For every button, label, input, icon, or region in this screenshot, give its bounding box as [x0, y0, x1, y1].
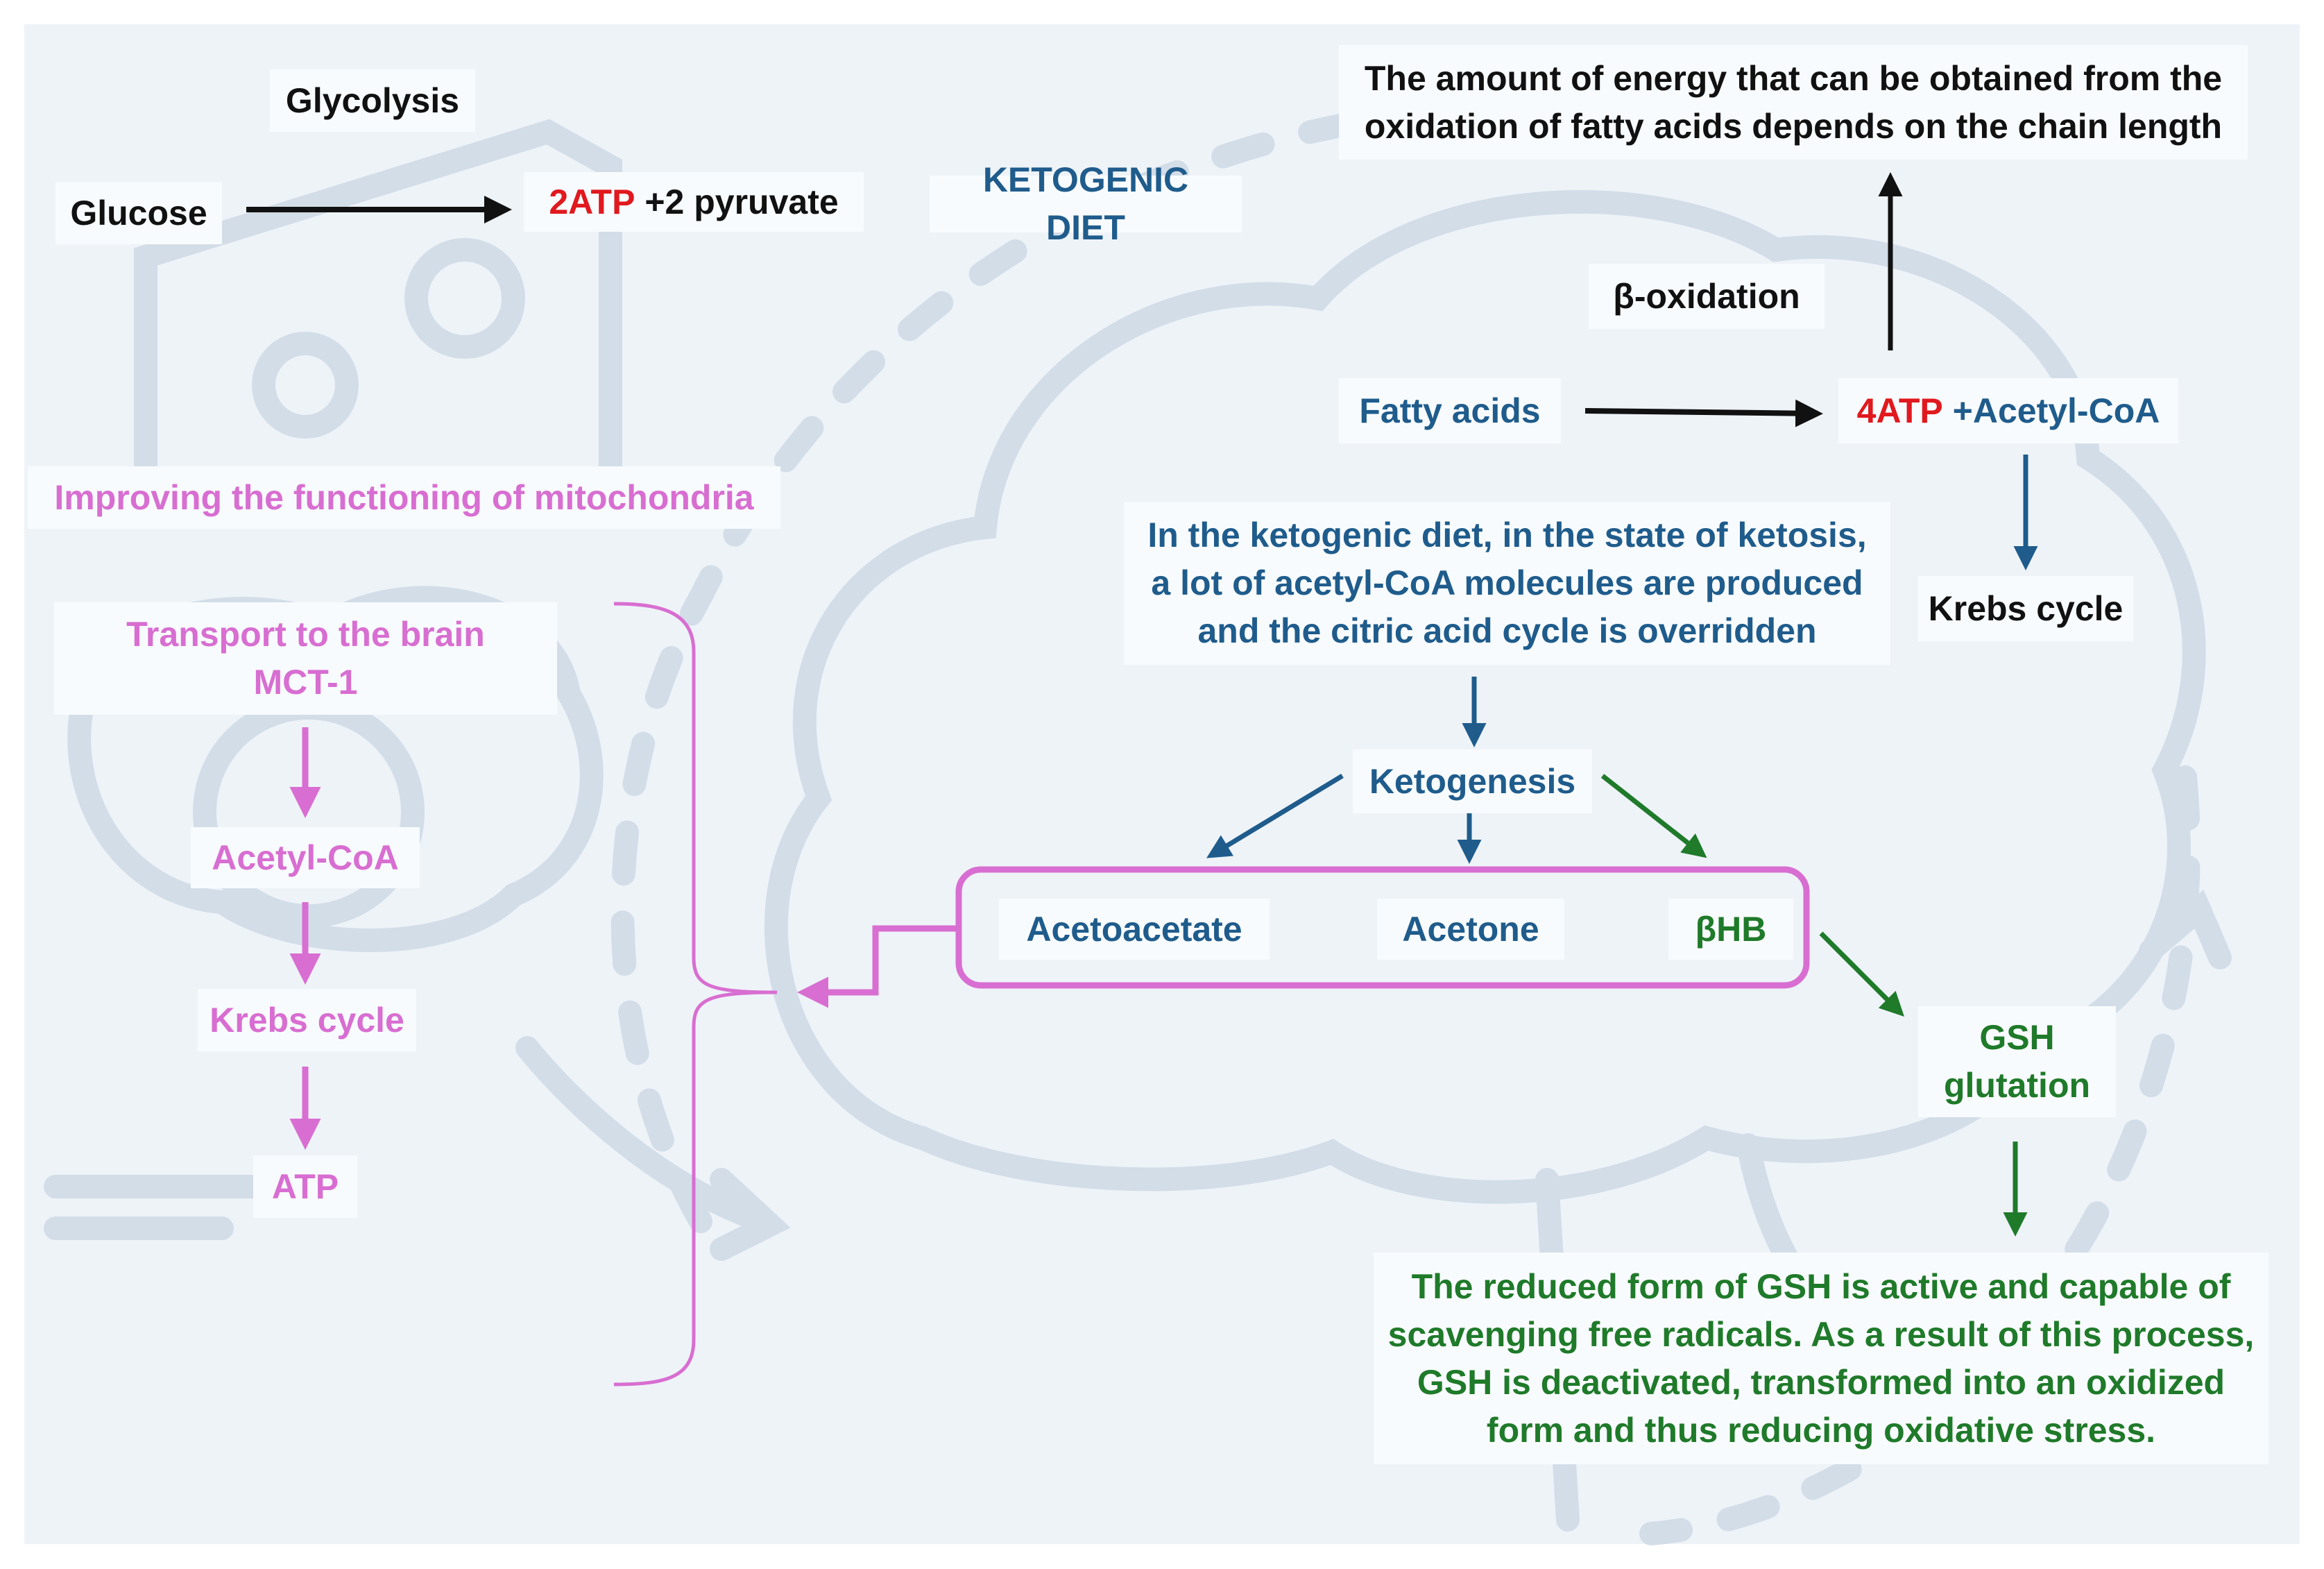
energy-note: The amount of energy that can be obtaine… [1339, 45, 2248, 160]
ketogenesis-to-acetoacetate-arrow [1206, 774, 1344, 858]
ketosis-description: In the ketogenic diet, in the state of k… [1124, 502, 1890, 665]
reduced-gsh-line: scavenging free radicals. As a result of… [1387, 1314, 2255, 1354]
krebs-cycle-right-label: Krebs cycle [1918, 576, 2133, 641]
reduced-gsh-line: form and thus reducing oxidative stress. [1486, 1410, 2156, 1450]
glycolysis-label: Glycolysis [270, 69, 475, 132]
ketone-bodies-box [955, 866, 1810, 989]
reduced-gsh-line: The reduced form of GSH is active and ca… [1411, 1266, 2231, 1306]
bhb-to-gsh-arrow [1819, 931, 1904, 1017]
transport-line: MCT-1 [253, 663, 358, 702]
acetyl-coa-text: +Acetyl-CoA [1952, 391, 2160, 430]
acetyl-coa-left-label: Acetyl-CoA [191, 827, 420, 888]
pathway-bracket [613, 602, 778, 1386]
cheese-hole-icon [252, 332, 359, 439]
ketogenesis-to-bhb-arrow [1600, 774, 1707, 858]
beta-oxidation-label: β-oxidation [1589, 264, 1825, 329]
arrowhead-watermark-icon [710, 1168, 791, 1261]
swoosh-watermark-icon [515, 1036, 775, 1233]
energy-note-line: oxidation of fatty acids depends on the … [1364, 106, 2223, 146]
glycolysis-product-label: 2ATP +2 pyruvate [524, 172, 864, 232]
gsh-line: glutation [1943, 1066, 2091, 1105]
ketogenic-diet-title: KETOGENIC DIET [930, 160, 1242, 247]
gsh-label: GSH glutation [1918, 1006, 2116, 1117]
energy-note-line: The amount of energy that can be obtaine… [1364, 58, 2223, 98]
gsh-line: GSH [1979, 1018, 2055, 1057]
ketosis-line: In the ketogenic diet, in the state of k… [1147, 516, 1867, 554]
acetoacetate-label: Acetoacetate [999, 899, 1270, 960]
atp-left-label: ATP [253, 1155, 357, 1218]
ketogenesis-label: Ketogenesis [1353, 749, 1592, 813]
ketosis-line: a lot of acetyl-CoA molecules are produc… [1151, 563, 1863, 602]
transport-line: Transport to the brain [126, 615, 485, 654]
reduced-gsh-line: GSH is deactivated, transformed into an … [1417, 1362, 2225, 1402]
transport-label: Transport to the brain MCT-1 [54, 602, 557, 715]
atp-yield-text: 2ATP [549, 182, 635, 221]
ketone-to-bracket-connector [797, 925, 957, 1008]
cheese-hole-icon [404, 238, 525, 359]
beta-oxidation-product-label: 4ATP +Acetyl-CoA [1838, 378, 2178, 443]
ketosis-line: and the citric acid cycle is overridden [1197, 611, 1817, 650]
circle-arrow-watermark-icon [610, 95, 1788, 1233]
krebs-cycle-left-label: Krebs cycle [198, 989, 416, 1051]
arrowhead-watermark-icon [2139, 890, 2232, 969]
improving-mitochondria-label: Improving the functioning of mitochondri… [28, 466, 780, 529]
bhb-label: βHB [1668, 899, 1793, 960]
pyruvate-text: +2 pyruvate [644, 182, 839, 221]
acetone-label: Acetone [1377, 899, 1564, 960]
glucose-label: Glucose [55, 182, 222, 244]
fatty-acids-label: Fatty acids [1339, 378, 1561, 443]
reduced-gsh-note: The reduced form of GSH is active and ca… [1374, 1253, 2269, 1464]
cheese-watermark-icon [134, 119, 622, 498]
fatty-acids-to-atp-arrow [1584, 399, 1823, 427]
atp-yield-text: 4ATP [1856, 391, 1943, 430]
